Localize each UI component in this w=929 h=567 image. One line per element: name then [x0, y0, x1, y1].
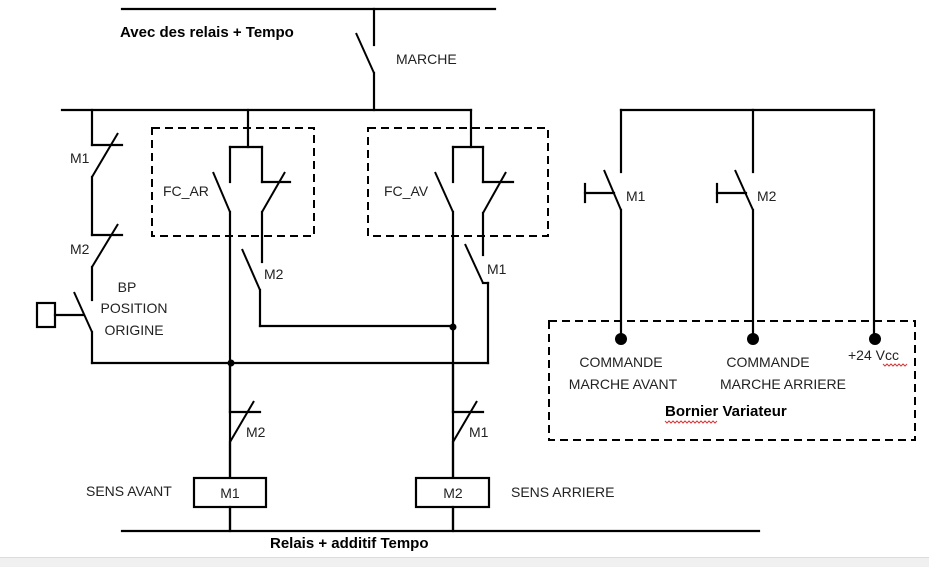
m2-under-fc-ar-label: M2	[264, 266, 284, 282]
fc-ar-switch	[212, 108, 455, 532]
right-coil-branch	[414, 361, 491, 509]
terminal-1-line1: COMMANDE	[579, 354, 662, 370]
m1-interlock-label: M1	[469, 424, 489, 440]
m1-under-fc-av-label: M1	[487, 261, 507, 277]
command-contacts	[583, 108, 876, 340]
fc-av-no-blade[interactable]	[434, 171, 454, 213]
spellcheck-underline	[664, 420, 718, 424]
m2-nc-contact-blade[interactable]	[91, 223, 119, 268]
bornier-dashed-box	[548, 320, 916, 441]
fc-ar-no-blade[interactable]	[212, 171, 231, 213]
terminal-2-line1: COMMANDE	[726, 354, 809, 370]
bornier-title: Bornier Variateur	[665, 403, 787, 420]
bp-label-1: BP	[118, 279, 137, 295]
fc-av-nc-blade[interactable]	[482, 171, 507, 214]
fc-av-switch	[434, 108, 515, 532]
m2-no-contact-blade[interactable]	[241, 248, 261, 291]
terminal-2-line2: MARCHE ARRIERE	[720, 376, 846, 392]
fc-av-label: FC_AV	[384, 183, 429, 199]
m1-command-label: M1	[626, 188, 646, 204]
fc-ar-label: FC_AR	[163, 183, 209, 199]
title-top: Avec des relais + Tempo	[120, 24, 294, 41]
m1-left-label: M1	[70, 150, 90, 166]
m2-interlock-label: M2	[246, 424, 266, 440]
m1-interlock-blade[interactable]	[452, 400, 478, 443]
bp-label-2: POSITION	[101, 300, 168, 316]
terminal-3-label: +24 Vcc	[848, 347, 899, 363]
bp-label-3: ORIGINE	[104, 322, 163, 338]
sens-avant-label: SENS AVANT	[86, 483, 172, 499]
m1-no-contact-blade[interactable]	[464, 243, 484, 284]
coil-m1-label: M1	[220, 485, 240, 501]
fc-av-dashed-box	[367, 127, 549, 237]
m2-command-label: M2	[757, 188, 777, 204]
sens-arriere-label: SENS ARRIERE	[511, 484, 614, 500]
m1-nc-contact-blade[interactable]	[91, 132, 119, 178]
terminal-marche-avant	[615, 333, 627, 345]
marche-switch-blade[interactable]	[355, 32, 375, 74]
terminal-24vcc	[869, 333, 881, 345]
fc-ar-nc-blade[interactable]	[261, 171, 286, 213]
terminal-marche-arriere	[747, 333, 759, 345]
m1-command-blade[interactable]	[603, 169, 622, 211]
marche-label: MARCHE	[396, 51, 457, 67]
spellcheck-underline	[882, 363, 908, 367]
bp-switch-blade[interactable]	[73, 291, 93, 333]
m2-interlock-blade[interactable]	[229, 400, 255, 443]
fc-ar-dashed-box	[151, 127, 315, 237]
m2-command-blade[interactable]	[734, 169, 754, 211]
left-coil-branch	[192, 361, 268, 509]
coil-m1	[192, 476, 268, 509]
m2-left-label: M2	[70, 241, 90, 257]
title-bottom: Relais + additif Tempo	[270, 535, 429, 552]
terminal-1-line2: MARCHE AVANT	[569, 376, 678, 392]
coil-m2-label: M2	[443, 485, 463, 501]
window-bottom-strip	[0, 557, 929, 567]
junction-dot-right	[449, 323, 457, 331]
left-branch	[35, 108, 490, 365]
push-button-icon[interactable]	[35, 301, 57, 329]
